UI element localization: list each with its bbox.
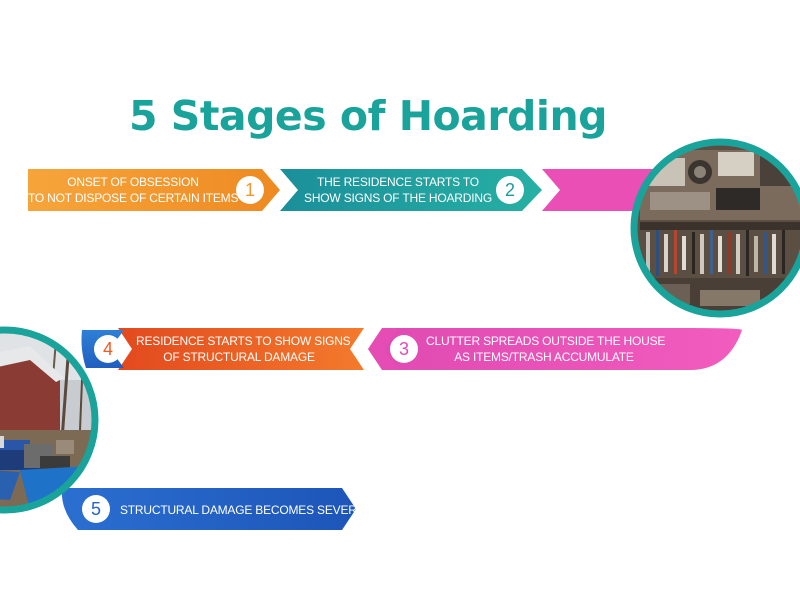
house-photo-ring — [0, 326, 99, 514]
stage-3-number: 3 — [390, 335, 418, 363]
stage-4-arrow — [118, 328, 364, 370]
stage-2-arrow — [280, 169, 542, 211]
stage-1-arrow — [28, 169, 280, 211]
stage-1-label: Onset of obsession to not dispose of cer… — [28, 175, 239, 205]
stage-2-label: The residence starts to show signs of th… — [304, 175, 492, 205]
stage-3-arrow-head — [368, 328, 398, 370]
stage-5-label: Structural damage becomes severe — [120, 503, 365, 517]
stage-5-arrow — [61, 488, 357, 530]
stage-1-number: 1 — [236, 176, 264, 204]
stage-3-label: Clutter spreads outside the house as ite… — [426, 334, 666, 364]
page-title: 5 Stages of Hoarding — [128, 92, 608, 140]
stage-4-label: Residence starts to show signs of struct… — [136, 334, 351, 364]
stage-3-ribbon-curve — [382, 328, 742, 370]
stage-4-number: 4 — [94, 335, 122, 363]
garage-photo-ring — [630, 138, 800, 318]
stage-5-number: 5 — [82, 495, 110, 523]
stage-2-number: 2 — [496, 176, 524, 204]
